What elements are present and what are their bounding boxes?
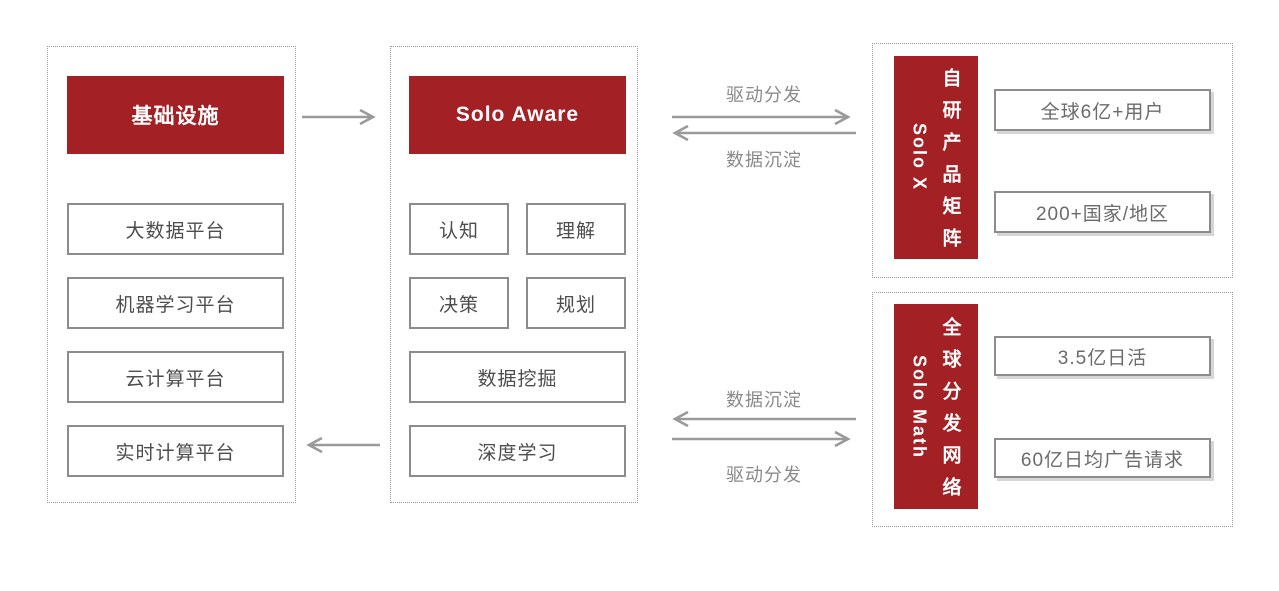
solo-math-title-en: Solo Math: [909, 354, 930, 459]
arrow-aware-to-infra: [306, 436, 380, 454]
solo-x-title-block: Solo X 自研产品矩阵: [894, 56, 978, 260]
aware-item-cognition: 认知: [409, 203, 509, 255]
solo-math-stat-ad-requests: 60亿日均广告请求: [994, 438, 1211, 478]
solo-math-title-block: Solo Math 全球分发网络: [894, 304, 978, 509]
solo-x-stat-countries: 200+国家/地区: [994, 191, 1211, 233]
solo-math-stat-dau: 3.5亿日活: [994, 336, 1211, 376]
infra-item-machine-learning-platform: 机器学习平台: [67, 277, 284, 329]
solo-x-title-en: Solo X: [909, 123, 930, 192]
infra-item-realtime-computing-platform: 实时计算平台: [67, 425, 284, 477]
aware-item-deep-learning: 深度学习: [409, 425, 626, 477]
infra-item-big-data-platform: 大数据平台: [67, 203, 284, 255]
flow-top-forward-label: 驱动分发: [726, 85, 802, 105]
solo-x-stat-users: 全球6亿+用户: [994, 89, 1211, 131]
solo-math-panel: Solo Math 全球分发网络 3.5亿日活 60亿日均广告请求: [872, 292, 1233, 527]
infra-item-cloud-computing-platform: 云计算平台: [67, 351, 284, 403]
flow-bottom-back-label: 数据沉淀: [726, 390, 802, 410]
infrastructure-panel: 基础设施 大数据平台 机器学习平台 云计算平台 实时计算平台: [47, 46, 296, 503]
solo-x-panel: Solo X 自研产品矩阵 全球6亿+用户 200+国家/地区: [872, 43, 1233, 278]
arrow-solo-math-to-aware: [672, 410, 856, 448]
arrow-infra-to-aware: [302, 108, 376, 126]
aware-item-data-mining: 数据挖掘: [409, 351, 626, 403]
aware-item-planning: 规划: [526, 277, 626, 329]
solo-math-title-cn: 全球分发网络: [939, 317, 961, 509]
aware-item-decision: 决策: [409, 277, 509, 329]
aware-item-understanding: 理解: [526, 203, 626, 255]
solo-aware-header: Solo Aware: [409, 76, 626, 154]
arrow-aware-to-solo-x: [672, 108, 856, 142]
flow-top-back-label: 数据沉淀: [726, 150, 802, 170]
infrastructure-header: 基础设施: [67, 76, 284, 154]
solo-aware-panel: Solo Aware 认知 理解 决策 规划 数据挖掘 深度学习: [390, 46, 638, 503]
solo-x-title-cn: 自研产品矩阵: [939, 68, 961, 260]
flow-bottom-forward-label: 驱动分发: [726, 465, 802, 485]
